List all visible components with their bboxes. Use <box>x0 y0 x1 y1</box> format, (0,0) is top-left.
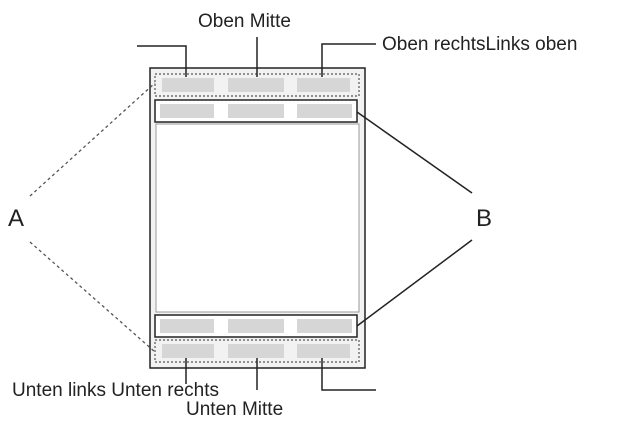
bottom-block-right <box>297 344 350 358</box>
marker-b: B <box>476 205 492 232</box>
bottom-band-block-left <box>160 319 214 333</box>
top-block-center <box>228 78 284 92</box>
label-bottom-left: Unten links Unten rechts <box>12 380 219 401</box>
label-top-center: Oben Mitte <box>198 11 291 32</box>
bottom-block-left <box>162 344 214 358</box>
marker-a: A <box>8 205 24 232</box>
bottom-band-block-right <box>297 319 352 333</box>
label-bottom-center: Unten Mitte <box>186 399 283 420</box>
leader-a-bottom <box>29 241 156 353</box>
leader-b-top <box>356 111 473 194</box>
bottom-footer-blocks <box>162 344 350 358</box>
bottom-band-block-center <box>228 319 284 333</box>
top-block-left <box>162 78 214 92</box>
leader-b-bottom <box>356 239 473 327</box>
page-body-area <box>155 123 360 313</box>
top-band-blocks <box>160 104 352 118</box>
top-block-right <box>297 78 350 92</box>
bottom-band-blocks <box>160 319 352 333</box>
callout-top-left <box>137 45 187 77</box>
top-band-block-center <box>228 104 284 118</box>
bottom-block-center <box>228 344 284 358</box>
callout-top-right <box>321 43 376 77</box>
top-header-blocks <box>162 78 350 92</box>
callout-bottom-right <box>321 358 376 391</box>
label-top-right: Oben rechtsLinks oben <box>382 34 577 55</box>
top-band-block-right <box>297 104 352 118</box>
top-band-block-left <box>160 104 214 118</box>
leader-a-top <box>29 82 156 197</box>
